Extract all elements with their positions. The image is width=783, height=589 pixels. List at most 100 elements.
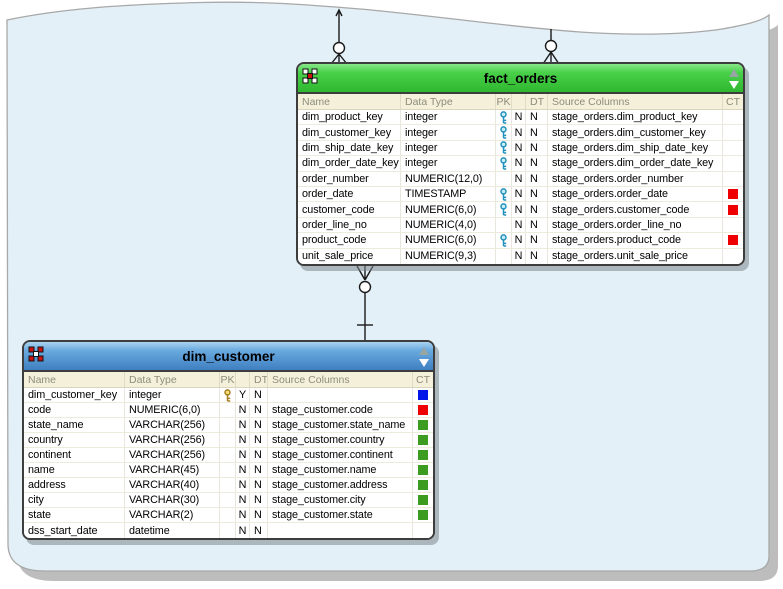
cell-data-type: NUMERIC(6,0) xyxy=(125,403,220,417)
table-title: fact_orders xyxy=(483,70,558,86)
cell-ct xyxy=(723,249,743,264)
dim-customer-header[interactable]: dim_customer xyxy=(24,342,433,372)
cell-key xyxy=(496,248,512,264)
cell-column-name: continent xyxy=(24,448,125,462)
cell-source-columns: stage_customer.state xyxy=(268,508,413,522)
cell-dt-flag: N xyxy=(526,233,548,248)
scroll-up-icon[interactable] xyxy=(419,347,429,355)
cell-dt-flag: N xyxy=(526,171,548,186)
column-header-pk: PK xyxy=(496,94,512,109)
cell-ct xyxy=(723,233,743,247)
column-header-data-type: Data Type xyxy=(401,94,496,109)
cell-column-name: name xyxy=(24,463,125,477)
cell-dt-flag: N xyxy=(250,418,268,432)
cell-column-name: dss_start_date xyxy=(24,523,125,538)
cell-column-name: order_number xyxy=(298,171,401,186)
cell-dt-flag: N xyxy=(250,523,268,538)
cell-data-type: NUMERIC(9,3) xyxy=(401,248,496,264)
cell-source-columns xyxy=(268,388,413,402)
foreign-key-icon xyxy=(496,110,512,125)
relationship-connector-fact-dim[interactable] xyxy=(356,265,374,341)
cell-key xyxy=(220,448,236,462)
cell-pk-flag: N xyxy=(236,448,250,462)
cell-column-name: dim_customer_key xyxy=(24,388,125,402)
cell-column-name: unit_sale_price xyxy=(298,248,401,264)
cell-data-type: integer xyxy=(401,140,496,156)
cell-dt-flag: N xyxy=(526,156,548,171)
cell-column-name: customer_code xyxy=(298,202,401,217)
cell-pk-flag: N xyxy=(236,478,250,492)
cell-data-type: integer xyxy=(401,110,496,125)
scroll-down-icon[interactable] xyxy=(729,81,739,89)
cell-pk-flag: Y xyxy=(236,388,250,402)
cell-ct xyxy=(413,508,433,522)
cell-pk-flag: N xyxy=(512,140,526,156)
cell-ct xyxy=(723,187,743,201)
cell-ct xyxy=(723,110,743,124)
cell-pk-flag: N xyxy=(236,433,250,447)
scroll-up-icon[interactable] xyxy=(729,69,739,77)
cell-ct xyxy=(723,141,743,155)
ct-color-chip xyxy=(418,465,428,475)
cell-pk-flag: N xyxy=(512,186,526,202)
dimension-table-icon xyxy=(28,346,45,363)
cell-source-columns: stage_customer.country xyxy=(268,433,413,447)
column-header-pk: PK xyxy=(220,372,236,387)
cell-source-columns: stage_orders.dim_customer_key xyxy=(548,125,723,140)
scroll-down-icon[interactable] xyxy=(419,359,429,367)
cell-data-type: VARCHAR(256) xyxy=(125,448,220,462)
cell-ct xyxy=(413,433,433,447)
cell-ct xyxy=(723,125,743,139)
cell-ct xyxy=(413,403,433,417)
relationship-connector-top-left[interactable] xyxy=(330,8,348,65)
cell-source-columns: stage_customer.continent xyxy=(268,448,413,462)
cell-source-columns: stage_orders.dim_ship_date_key xyxy=(548,140,723,156)
cell-pk-flag: N xyxy=(512,110,526,125)
cell-dt-flag: N xyxy=(250,508,268,522)
cell-source-columns: stage_customer.city xyxy=(268,493,413,507)
cell-key xyxy=(220,523,236,538)
ct-color-chip xyxy=(728,235,738,246)
cell-pk-flag: N xyxy=(512,125,526,140)
cell-dt-flag: N xyxy=(250,448,268,462)
cell-data-type: datetime xyxy=(125,523,220,538)
cell-source-columns: stage_orders.dim_order_date_key xyxy=(548,156,723,171)
column-header-dt: DT xyxy=(250,372,268,387)
cell-source-columns: stage_orders.unit_sale_price xyxy=(548,248,723,264)
cell-key xyxy=(220,403,236,417)
cell-data-type: NUMERIC(4,0) xyxy=(401,217,496,233)
zero-cardinality-icon xyxy=(358,280,372,294)
cell-ct xyxy=(723,156,743,170)
column-header-dt: DT xyxy=(526,94,548,109)
cell-column-name: order_date xyxy=(298,186,401,202)
cell-key xyxy=(220,463,236,477)
cell-dt-flag: N xyxy=(526,140,548,156)
cell-column-name: city xyxy=(24,493,125,507)
cell-pk-flag: N xyxy=(236,418,250,432)
cell-key xyxy=(220,433,236,447)
fact-orders-header[interactable]: fact_orders xyxy=(298,64,743,94)
